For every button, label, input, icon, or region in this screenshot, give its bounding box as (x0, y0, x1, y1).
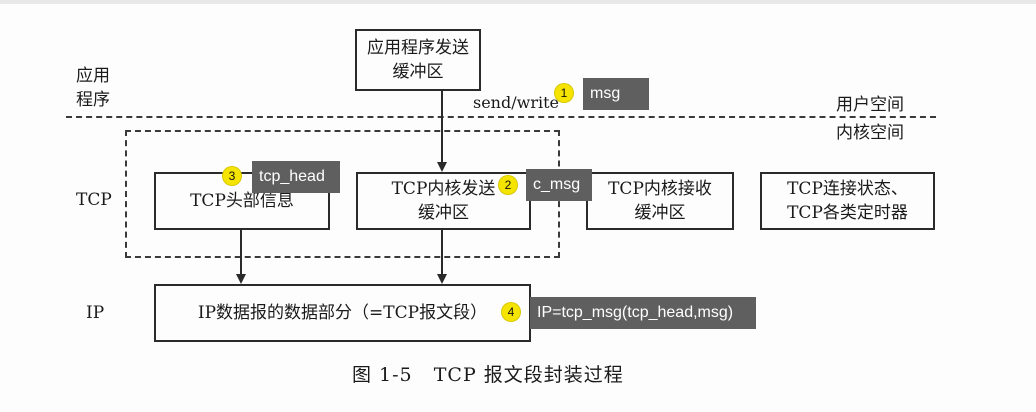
arrow-app-to-tcp-send-head (437, 162, 447, 172)
tcp-state-timers-box: TCP连接状态、 TCP各类定时器 (760, 172, 935, 230)
annotation-tag-ip-formula: IP=tcp_msg(tcp_head,msg) (530, 297, 756, 329)
arrow-tcp-head-to-ip-line (240, 230, 242, 275)
annotation-badge-1: 1 (555, 84, 573, 102)
top-edge-strip (0, 0, 1036, 4)
tcp-kernel-send-buffer-box: TCP内核发送 缓冲区 (356, 172, 531, 230)
annotation-badge-4: 4 (502, 303, 520, 321)
layer-label-ip: IP (86, 303, 105, 323)
arrow-app-to-tcp-send-line (441, 91, 443, 163)
send-write-label: send/write (473, 93, 559, 112)
user-kernel-divider (66, 116, 936, 118)
layer-label-app: 应用 程序 (76, 66, 110, 110)
layer-label-tcp: TCP (76, 190, 112, 210)
annotation-tag-c-msg: c_msg (526, 169, 592, 201)
annotation-tag-tcp-head: tcp_head (252, 161, 340, 193)
annotation-badge-2: 2 (499, 176, 517, 194)
annotation-tag-msg: msg (583, 78, 649, 110)
ip-datagram-data-box: IP数据报的数据部分（=TCP报文段） (154, 284, 531, 342)
app-send-buffer-box: 应用程序发送 缓冲区 (355, 29, 481, 91)
arrow-tcp-head-to-ip-head (236, 274, 246, 284)
kernel-space-label: 内核空间 (836, 123, 904, 143)
arrow-tcp-send-to-ip-line (441, 230, 443, 275)
figure-caption: 图 1-5 TCP 报文段封装过程 (352, 364, 624, 386)
user-space-label: 用户空间 (836, 95, 904, 115)
tcp-kernel-recv-buffer-box: TCP内核接收 缓冲区 (586, 172, 734, 230)
tcp-header-info-box: TCP头部信息 (154, 172, 330, 230)
arrow-tcp-send-to-ip-head (437, 274, 447, 284)
annotation-badge-3: 3 (223, 167, 241, 185)
